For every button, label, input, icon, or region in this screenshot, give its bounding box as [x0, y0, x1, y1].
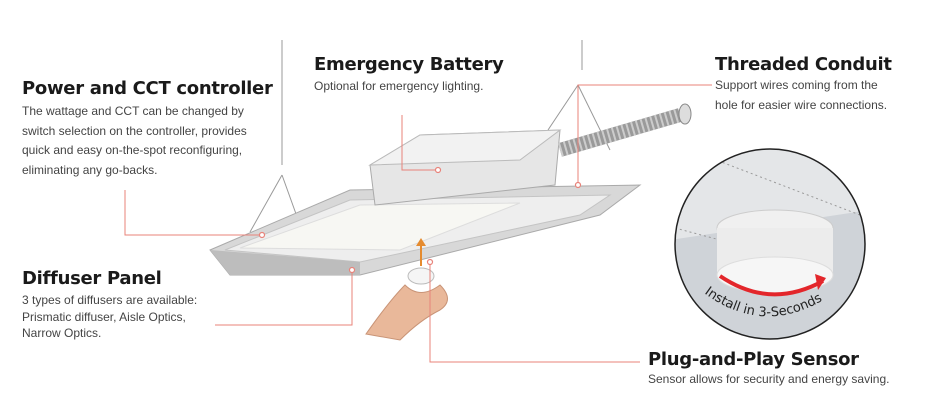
diffuser-panel-description: 3 types of diffusers are available: Pris…	[22, 292, 197, 342]
description-line: hole for easier wire connections.	[715, 97, 888, 112]
sensor-title: Plug-and-Play Sensor	[648, 349, 859, 370]
suspension-wires	[249, 40, 611, 233]
description-line: eliminating any go-backs.	[22, 162, 158, 177]
description-line: Prismatic diffuser, Aisle Optics,	[22, 309, 186, 324]
description-line: Optional for emergency lighting.	[314, 79, 484, 93]
power-controller-description: The wattage and CCT can be changed by sw…	[22, 102, 247, 180]
inset-border	[674, 148, 866, 340]
description-line: Narrow Optics.	[22, 326, 102, 340]
description-line: 3 types of diffusers are available:	[22, 293, 198, 307]
luminaire-body	[209, 184, 642, 276]
description-line: quick and easy on-the-spot reconfiguring…	[22, 143, 243, 157]
threaded-conduit-description: Support wires coming from the hole for e…	[715, 76, 887, 115]
description-line: The wattage and CCT can be changed by	[22, 104, 244, 118]
sensor-description: Sensor allows for security and energy sa…	[648, 370, 889, 390]
leader-dots	[258, 166, 582, 274]
emergency-battery-box	[368, 129, 562, 206]
sensor-inset	[675, 149, 865, 339]
power-controller-title: Power and CCT controller	[22, 78, 273, 99]
description-line: switch selection on the controller, prov…	[22, 123, 247, 138]
diffuser-panel-title: Diffuser Panel	[22, 268, 162, 289]
emergency-battery-title: Emergency Battery	[314, 54, 504, 75]
leader-lines	[124, 84, 712, 363]
emergency-battery-description: Optional for emergency lighting.	[314, 77, 483, 97]
threaded-conduit	[558, 103, 692, 157]
rotate-arrow-icon	[718, 274, 824, 297]
threaded-conduit-title: Threaded Conduit	[715, 54, 892, 75]
sensor-and-hand	[365, 238, 448, 341]
description-line: Support wires coming from the	[715, 78, 878, 92]
description-line: Sensor allows for security and energy sa…	[648, 372, 890, 386]
